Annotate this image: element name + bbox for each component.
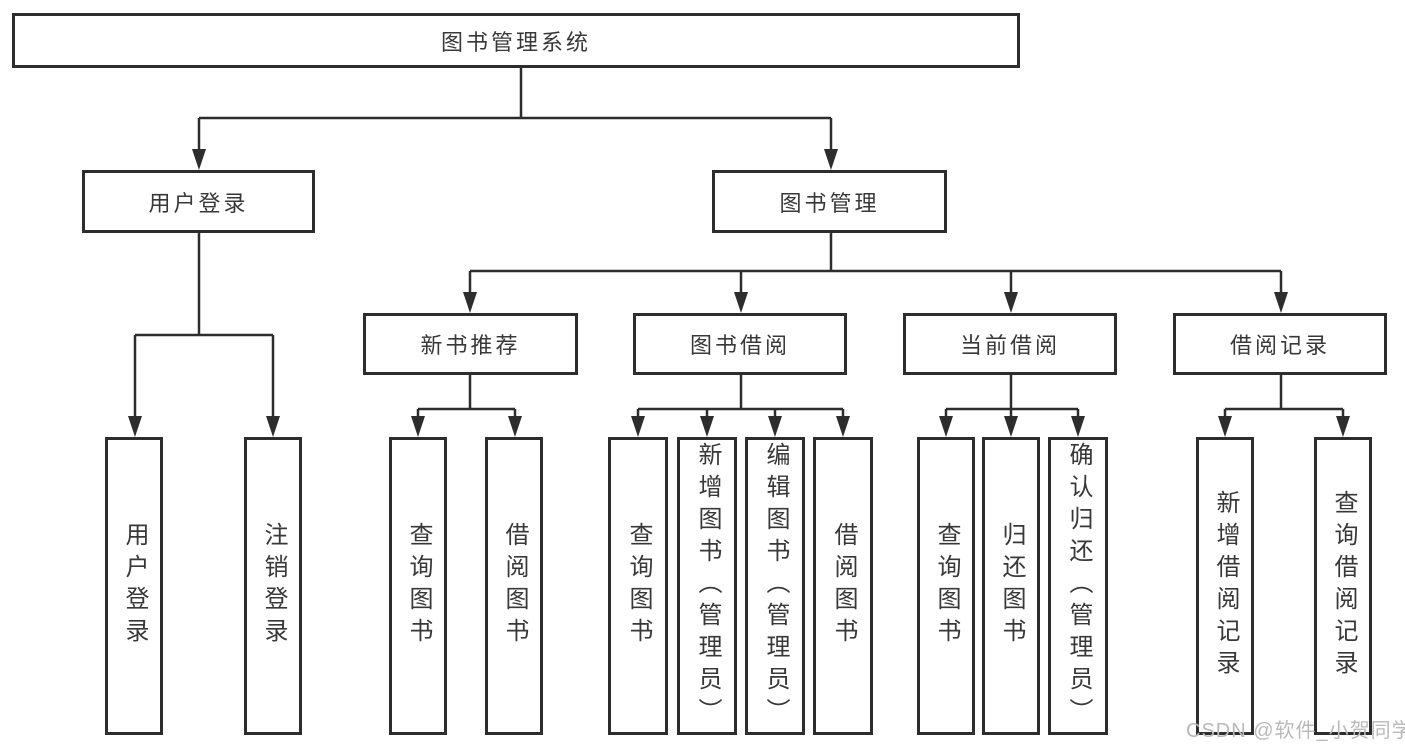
- leaf-logout: 注销登录: [244, 437, 302, 735]
- leaf-newbook-query-books: 查询图书: [389, 437, 447, 735]
- connector-borrow-record: [1223, 375, 1345, 420]
- node-label: 用户登录: [121, 522, 148, 650]
- leaf-borrow-query-books: 查询图书: [608, 437, 668, 735]
- arrowheads: [128, 149, 1350, 437]
- node-label: 编辑图书（管理员）: [762, 442, 789, 730]
- node-label: 图书借阅: [689, 333, 790, 358]
- node-label: 借阅图书: [830, 522, 857, 650]
- leaf-current-confirm-return-admin: 确认归还（管理员）: [1048, 437, 1108, 735]
- arrowhead-icon: [1274, 292, 1288, 313]
- arrowhead-icon: [1004, 416, 1018, 437]
- connector-book-borrow: [636, 375, 845, 420]
- arrowhead-icon: [939, 416, 953, 437]
- node-user-login: 用户登录: [82, 170, 315, 233]
- arrowhead-icon: [1071, 416, 1085, 437]
- leaf-borrow-borrow-books: 借阅图书: [813, 437, 873, 735]
- node-label: 借阅记录: [1229, 333, 1330, 358]
- node-label: 查询图书: [933, 522, 960, 650]
- connector-new-book: [416, 375, 517, 420]
- arrowhead-icon: [128, 416, 142, 437]
- node-label: 当前借阅: [959, 333, 1060, 358]
- leaf-record-query-borrow-record: 查询借阅记录: [1314, 437, 1372, 735]
- arrowhead-icon: [192, 149, 206, 170]
- arrowhead-icon: [824, 149, 838, 170]
- arrowhead-icon: [768, 416, 782, 437]
- node-book-management: 图书管理: [712, 170, 947, 233]
- leaf-current-return-books: 归还图书: [982, 437, 1040, 735]
- node-new-book-recommend: 新书推荐: [363, 313, 578, 375]
- arrowhead-icon: [1218, 416, 1232, 437]
- connector-root: [197, 68, 833, 153]
- arrowhead-icon: [836, 416, 850, 437]
- node-borrowing-records: 借阅记录: [1173, 313, 1387, 375]
- csdn-watermark: CSDN @软件_小贺同学: [1186, 720, 1405, 742]
- node-root-system: 图书管理系统: [12, 13, 1020, 68]
- node-current-borrowing: 当前借阅: [903, 313, 1117, 375]
- arrowhead-icon: [508, 416, 522, 437]
- arrowhead-icon: [411, 416, 425, 437]
- connector-book-management: [468, 233, 1283, 296]
- connector-user-login: [133, 233, 275, 420]
- node-label: 借阅图书: [501, 522, 528, 650]
- arrowhead-icon: [266, 416, 280, 437]
- node-label: 用户登录: [148, 190, 249, 216]
- node-book-borrowing: 图书借阅: [633, 313, 847, 375]
- node-label: 查询借阅记录: [1330, 490, 1357, 682]
- leaf-borrow-add-books-admin: 新增图书（管理员）: [677, 437, 737, 735]
- leaf-newbook-borrow-books: 借阅图书: [485, 437, 543, 735]
- arrowhead-icon: [1004, 292, 1018, 313]
- node-label: 新增图书（管理员）: [694, 442, 721, 730]
- leaf-current-query-books: 查询图书: [917, 437, 975, 735]
- leaf-borrow-edit-books-admin: 编辑图书（管理员）: [745, 437, 805, 735]
- node-label: 新增借阅记录: [1212, 490, 1239, 682]
- node-label: 注销登录: [260, 522, 287, 650]
- node-label: 图书管理系统: [440, 29, 591, 55]
- arrowhead-icon: [1336, 416, 1350, 437]
- node-label: 归还图书: [998, 522, 1025, 650]
- leaf-user-login: 用户登录: [105, 437, 163, 735]
- arrowhead-icon: [700, 416, 714, 437]
- node-label: 新书推荐: [420, 333, 521, 358]
- leaf-record-add-borrow-record: 新增借阅记录: [1196, 437, 1254, 735]
- node-label: 查询图书: [625, 522, 652, 650]
- connector-paths: [133, 68, 1345, 420]
- arrowhead-icon: [463, 292, 477, 313]
- node-label: 查询图书: [405, 522, 432, 650]
- node-label: 确认归还（管理员）: [1065, 442, 1092, 730]
- arrowhead-icon: [631, 416, 645, 437]
- arrowhead-icon: [734, 292, 748, 313]
- node-label: 图书管理: [779, 190, 880, 216]
- connector-current-borrow: [944, 375, 1080, 420]
